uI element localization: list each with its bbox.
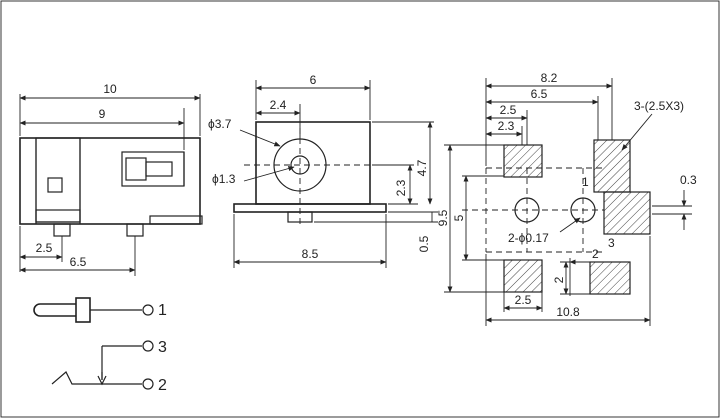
- dim-8-5: 8.5: [302, 247, 319, 261]
- pin-label-1: 1: [582, 175, 589, 189]
- dim-10-8: 10.8: [556, 305, 580, 319]
- label-holes: 2-ϕ0.17: [508, 231, 549, 245]
- dim-6: 6: [310, 73, 317, 87]
- dim-2-5: 2.5: [36, 241, 53, 255]
- terminal-2: [142, 378, 154, 390]
- dim-2-3: 2.3: [394, 179, 408, 196]
- side-view: 10 9 2.5 6.5: [19, 82, 203, 276]
- terminal-1: [142, 304, 154, 316]
- dim-4-7: 4.7: [415, 159, 429, 176]
- schematic: 1 3 2: [33, 297, 167, 394]
- dim-6-5-fp: 6.5: [531, 87, 548, 101]
- dim-2-5-bottom: 2.5: [515, 293, 532, 307]
- dim-0-5: 0.5: [417, 235, 431, 252]
- front-body: [255, 121, 371, 205]
- side-window: [47, 177, 63, 193]
- dim-0-3: 0.3: [680, 173, 697, 187]
- pad-bottom-left: [503, 259, 543, 293]
- sleeve-symbol: [51, 371, 142, 385]
- schematic-pin-3: 3: [158, 339, 167, 356]
- front-base: [233, 203, 387, 213]
- pad-3: [603, 191, 651, 235]
- pad-top-left: [503, 144, 543, 178]
- label-phi-1-3: ϕ1.3: [212, 172, 236, 186]
- dim-9: 9: [99, 107, 106, 121]
- side-body-outline: [19, 137, 201, 225]
- pad-bottom-right: [589, 261, 631, 295]
- schematic-pin-1: 1: [158, 302, 167, 319]
- dim-5: 5: [452, 214, 466, 221]
- side-pin-left: [53, 223, 71, 237]
- terminal-3: [142, 340, 154, 352]
- footprint-view: 8.2 6.5 2.5 2.3 3-(2.5X3) 1 3 0.3 9.5: [436, 71, 697, 326]
- dim-2-5-top: 2.5: [500, 103, 517, 117]
- pad-1: [593, 139, 631, 193]
- dim-9-5: 9.5: [436, 209, 450, 226]
- side-pin-right: [126, 223, 144, 237]
- schematic-pin-2: 2: [158, 377, 167, 394]
- dim-2-horizontal: 2: [592, 247, 599, 261]
- label-pads: 3-(2.5X3): [634, 99, 684, 113]
- front-view: 6 2.4 ϕ3.7 ϕ1.3 2.3 4.7 0.5 8.5: [208, 73, 438, 268]
- dim-2-vertical: 2: [552, 276, 566, 283]
- dim-2-4: 2.4: [270, 98, 287, 112]
- dim-8-2: 8.2: [541, 71, 558, 85]
- label-phi-3-7: ϕ3.7: [208, 117, 232, 131]
- side-plug: [121, 151, 185, 187]
- pin-label-3: 3: [608, 236, 615, 250]
- dim-2-3-fp: 2.3: [498, 119, 515, 133]
- dim-6-5: 6.5: [70, 255, 87, 269]
- plug-tip-symbol: [33, 303, 76, 317]
- dim-10: 10: [103, 82, 117, 96]
